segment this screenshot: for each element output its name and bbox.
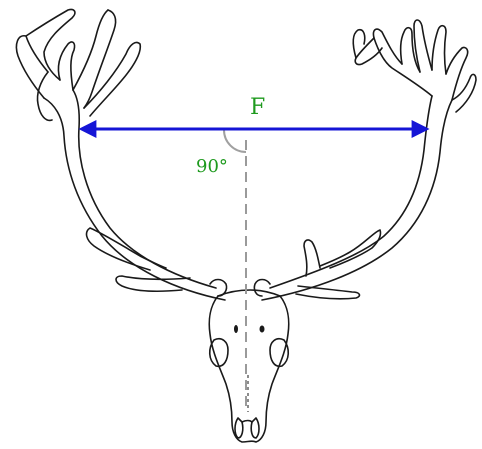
eye-holes [234, 325, 265, 333]
left-eye-hole [234, 325, 238, 333]
right-antler [253, 19, 477, 301]
left-nostril [234, 417, 244, 439]
right-eye-hole [259, 325, 265, 333]
left-antler [15, 8, 228, 301]
right-angle-arc [223, 129, 247, 153]
angle-label: 90° [196, 156, 228, 177]
right-nostril [250, 417, 260, 439]
skull [208, 289, 290, 443]
right-orbit [269, 337, 290, 368]
measurement-label-f: F [250, 95, 265, 120]
left-orbit [208, 337, 229, 368]
